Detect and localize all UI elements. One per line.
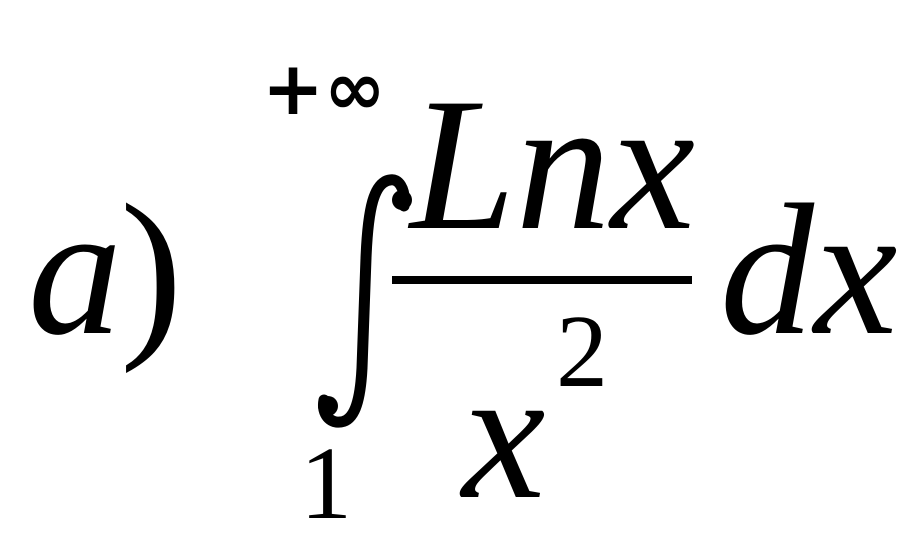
integral-lower-limit: 1: [300, 426, 352, 541]
integral-sign-stroke: [318, 174, 410, 428]
integral-upper-limit: +∞: [262, 46, 386, 132]
fraction-bar: [392, 276, 692, 284]
item-label-paren: ): [120, 165, 183, 374]
integral-differential: dx: [720, 165, 898, 374]
integral-sign-icon: [318, 174, 412, 428]
integral-sign-bottom-terminal: [318, 396, 338, 416]
fraction-denominator-exponent: 2: [556, 294, 608, 409]
fraction-denominator-base: x: [462, 329, 546, 538]
item-label-letter: a: [28, 165, 122, 374]
fraction-numerator: Lnx: [410, 60, 695, 270]
integral-sign-top-terminal: [392, 190, 412, 210]
